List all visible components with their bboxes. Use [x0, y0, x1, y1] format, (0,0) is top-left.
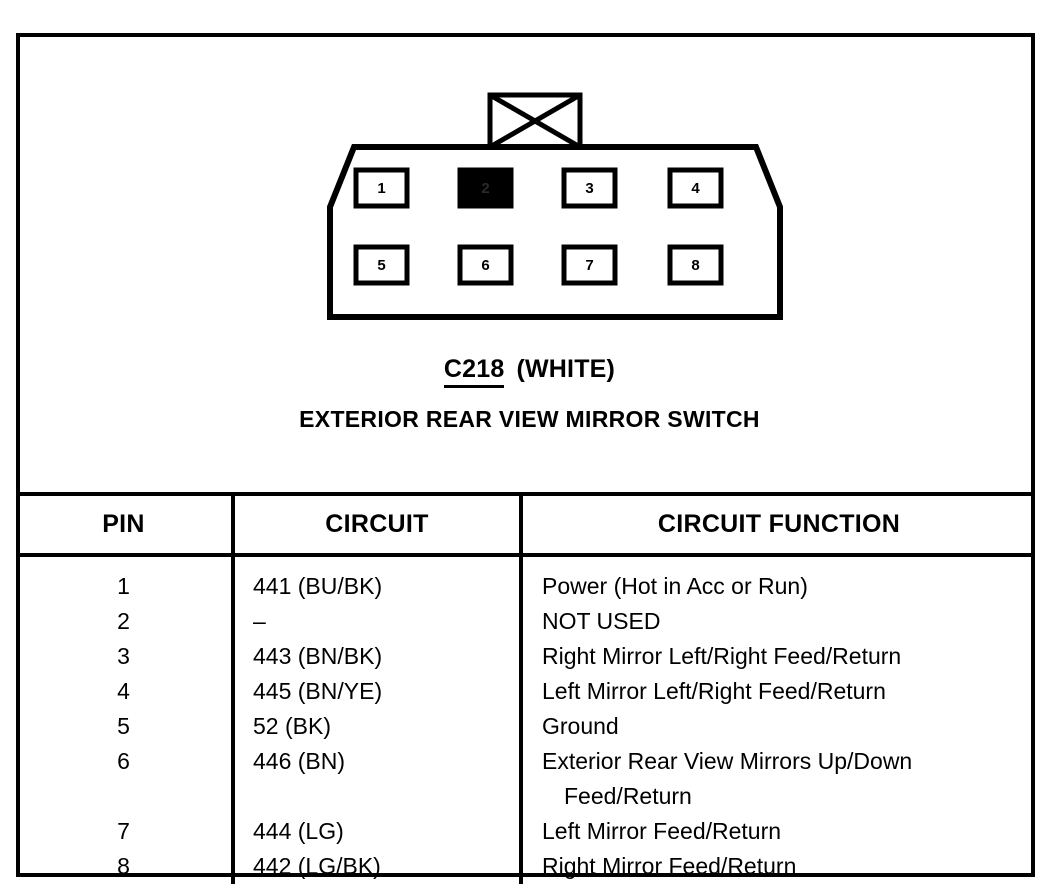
cell-function: Left Mirror Left/Right Feed/Return: [519, 674, 1035, 709]
pin-cavity-6-label: 6: [481, 257, 489, 274]
cell-pin: 1: [117, 573, 130, 599]
pin-cavity-2-label: 2: [481, 180, 489, 197]
pin-cavity-8: 8: [667, 244, 724, 286]
cell-function-line1: Exterior Rear View Mirrors Up/Down: [542, 748, 913, 774]
pin-table-container: PIN CIRCUIT CIRCUIT FUNCTION 1 441 (BU/B…: [16, 492, 1035, 884]
column-header-pin: PIN: [16, 492, 233, 557]
table-row: 6 446 (BN) Exterior Rear View Mirrors Up…: [16, 744, 1035, 814]
keyway-tab-icon: [487, 92, 583, 150]
column-header-circuit: CIRCUIT: [231, 492, 521, 557]
table-row: 7 444 (LG) Left Mirror Feed/Return: [16, 814, 1035, 849]
cell-pin: 5: [117, 713, 130, 739]
connector-color: (WHITE): [516, 355, 616, 383]
cell-function: Ground: [519, 709, 1035, 744]
table-row: 5 52 (BK) Ground: [16, 709, 1035, 744]
pin-cavity-1-label: 1: [377, 180, 385, 197]
pin-assignment-table: PIN CIRCUIT CIRCUIT FUNCTION 1 441 (BU/B…: [16, 492, 1035, 884]
connector-id: C218: [443, 355, 505, 388]
pin-cavity-2: 2: [457, 167, 514, 209]
connector-id-line: C218 (WHITE): [20, 355, 1039, 388]
pin-cavity-6: 6: [457, 244, 514, 286]
table-body: 1 441 (BU/BK) Power (Hot in Acc or Run) …: [16, 555, 1035, 884]
pin-cavity-7-label: 7: [585, 257, 593, 274]
cell-circuit: 442 (LG/BK): [231, 849, 521, 884]
cell-function: Left Mirror Feed/Return: [519, 814, 1035, 849]
cell-pin: 7: [117, 818, 130, 844]
pin-cavity-5-label: 5: [377, 257, 385, 274]
component-name: EXTERIOR REAR VIEW MIRROR SWITCH: [299, 406, 760, 432]
table-top-spacer: [16, 555, 1035, 569]
cell-circuit: –: [231, 604, 521, 639]
cell-function: Right Mirror Left/Right Feed/Return: [519, 639, 1035, 674]
cell-circuit: 446 (BN): [231, 744, 521, 814]
cell-circuit: 443 (BN/BK): [231, 639, 521, 674]
cell-pin: 8: [117, 853, 130, 879]
pin-cavity-4-label: 4: [691, 180, 700, 197]
table-row: 3 443 (BN/BK) Right Mirror Left/Right Fe…: [16, 639, 1035, 674]
pin-cavity-4: 4: [667, 167, 724, 209]
pin-cavity-3: 3: [561, 167, 618, 209]
cell-pin: 2: [117, 608, 130, 634]
pin-cavity-7: 7: [561, 244, 618, 286]
cell-circuit: 445 (BN/YE): [231, 674, 521, 709]
pin-cavity-3-label: 3: [585, 180, 593, 197]
diagram-page-frame: 1 2 3 4 5 6: [16, 33, 1035, 884]
table-row: 4 445 (BN/YE) Left Mirror Left/Right Fee…: [16, 674, 1035, 709]
cell-circuit: 444 (LG): [231, 814, 521, 849]
cell-pin: 6: [117, 748, 130, 774]
table-row: 1 441 (BU/BK) Power (Hot in Acc or Run): [16, 569, 1035, 604]
connector-title-block: C218 (WHITE) EXTERIOR REAR VIEW MIRROR SW…: [20, 355, 1039, 433]
connector-drawing: 1 2 3 4 5 6: [327, 92, 783, 320]
cell-pin: 4: [117, 678, 130, 704]
cell-circuit: 52 (BK): [231, 709, 521, 744]
cell-function: Power (Hot in Acc or Run): [519, 569, 1035, 604]
pin-cavity-1: 1: [353, 167, 410, 209]
connector-illustration: 1 2 3 4 5 6: [20, 37, 1039, 327]
cell-function-line2: Feed/Return: [564, 783, 692, 809]
cell-function: Right Mirror Feed/Return: [519, 849, 1035, 884]
cell-function: NOT USED: [519, 604, 1035, 639]
column-header-function: CIRCUIT FUNCTION: [519, 492, 1035, 557]
table-row: 8 442 (LG/BK) Right Mirror Feed/Return: [16, 849, 1035, 884]
pin-cavity-5: 5: [353, 244, 410, 286]
cell-circuit: 441 (BU/BK): [231, 569, 521, 604]
cell-pin: 3: [117, 643, 130, 669]
table-row: 2 – NOT USED: [16, 604, 1035, 639]
pin-cavity-8-label: 8: [691, 257, 699, 274]
table-header-row: PIN CIRCUIT CIRCUIT FUNCTION: [16, 492, 1035, 557]
